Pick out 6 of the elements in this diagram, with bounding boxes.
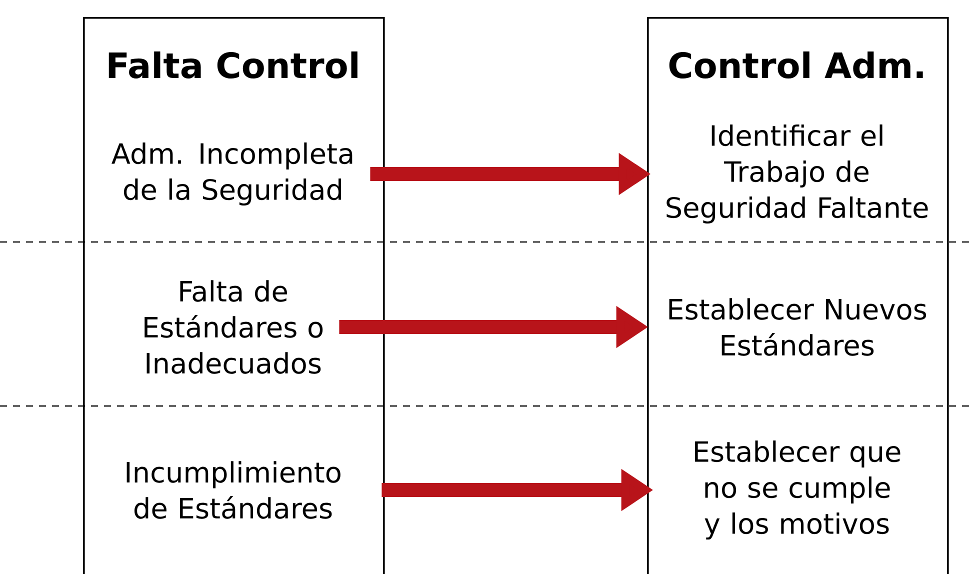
item-text: Establecer Nuevos Estándares bbox=[669, 298, 926, 356]
item-text: Incumplimiento de Estándares bbox=[126, 461, 340, 519]
item-text: Establecer que no se cumple y los motivos bbox=[695, 440, 900, 540]
item-text: Identificar el Trabajo de Seguridad Faltante bbox=[666, 124, 928, 224]
item-text: Falta de Estándares o Inadecuados bbox=[144, 280, 323, 374]
item-text: Adm. Incompleta de la Seguridad bbox=[112, 142, 352, 206]
